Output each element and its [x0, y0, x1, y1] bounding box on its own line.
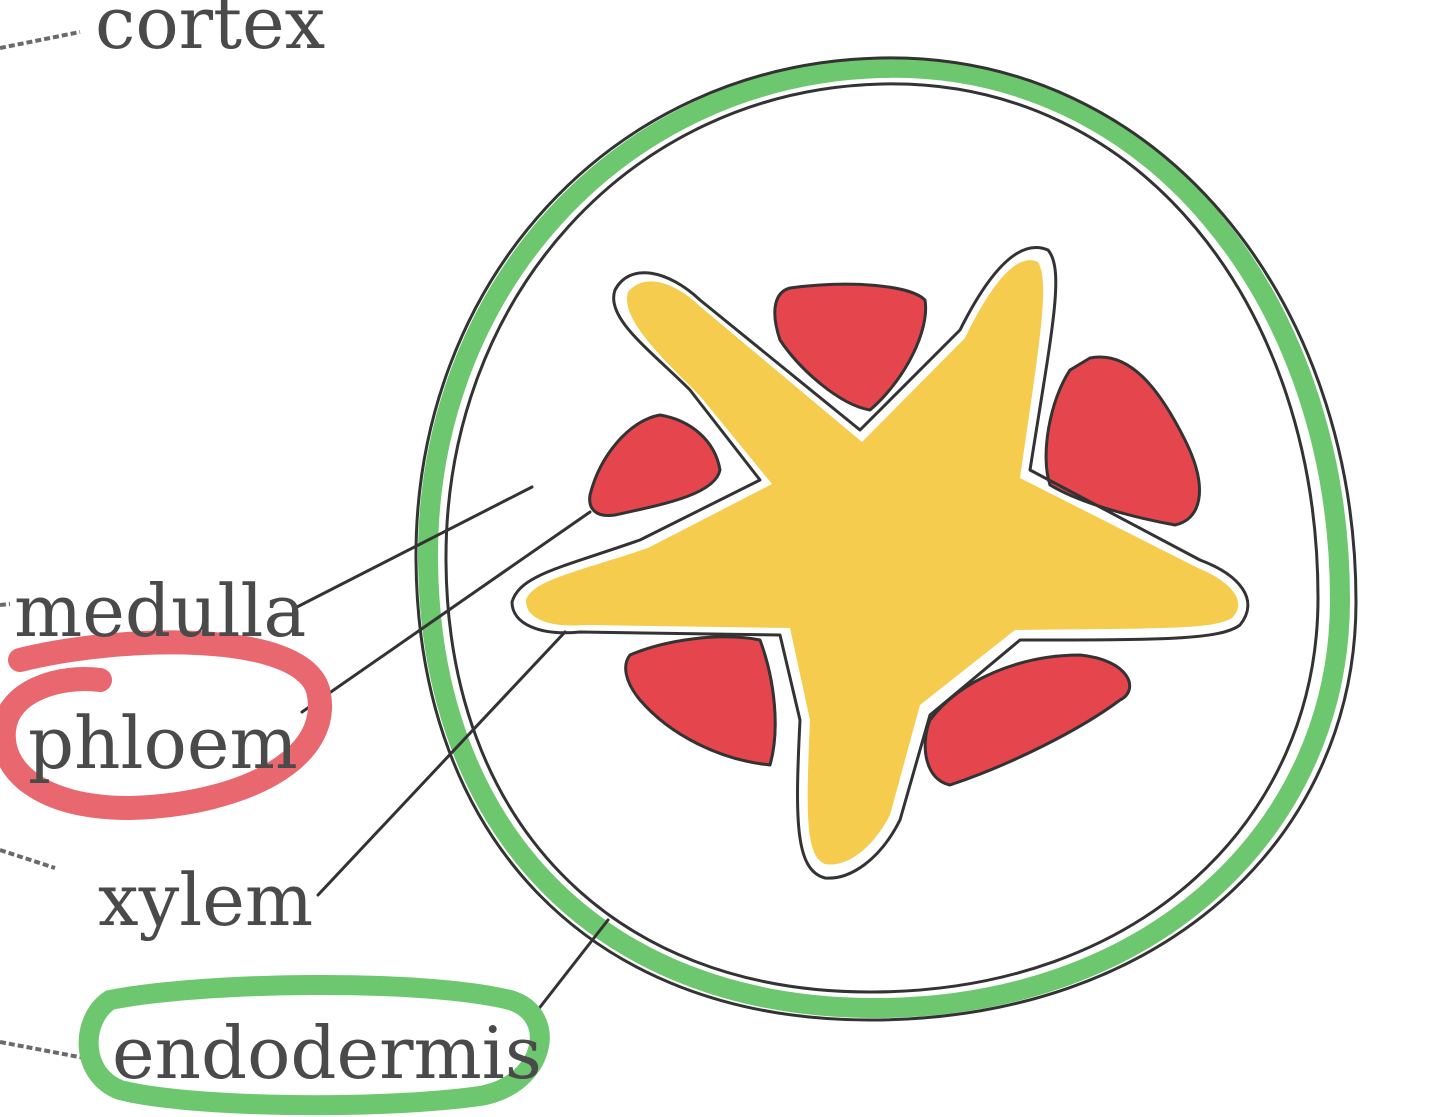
xylem-star — [525, 260, 1239, 865]
stele-outline-inner — [444, 82, 1320, 994]
phloem-group — [588, 282, 1201, 787]
endodermis-stub — [0, 1040, 96, 1062]
cortex-label: cortex — [95, 0, 325, 65]
leader-lines — [293, 485, 610, 1022]
medulla-label: medulla — [14, 569, 306, 653]
endodermis-leader — [528, 918, 610, 1022]
phloem-label: phloem — [28, 701, 298, 785]
cortex-stub — [0, 30, 81, 50]
phloem-patch — [588, 413, 722, 518]
xylem-group — [510, 246, 1250, 880]
mid-stub — [0, 848, 56, 870]
edge-stubs — [0, 30, 96, 1062]
xylem-outline — [510, 246, 1250, 880]
endodermis-ring — [417, 57, 1350, 1019]
stele-outline-outer — [414, 56, 1358, 1022]
endodermis-highlight — [78, 974, 550, 1116]
stele — [414, 56, 1358, 1022]
labels: cortex medulla phloem xylem endodermis — [14, 0, 542, 1095]
medulla-stub — [0, 602, 11, 607]
xylem-leader — [316, 630, 567, 897]
label-highlights — [0, 630, 550, 1116]
phloem-patch — [1044, 355, 1201, 527]
endodermis-label: endodermis — [112, 1011, 542, 1095]
phloem-patch — [773, 282, 928, 412]
medulla-leader — [293, 485, 534, 610]
phloem-patch — [624, 635, 777, 767]
xylem-label: xylem — [98, 858, 313, 942]
phloem-leader — [300, 510, 592, 714]
phloem-highlight — [0, 630, 332, 821]
phloem-patch — [923, 653, 1131, 787]
